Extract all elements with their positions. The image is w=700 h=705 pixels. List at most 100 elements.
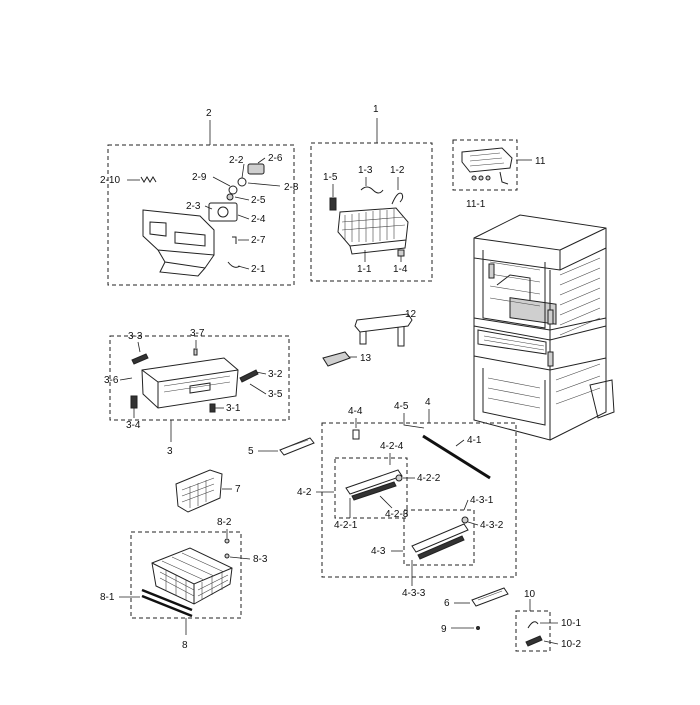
callout-4-3-1: 4-3-1 bbox=[470, 495, 494, 506]
group-8-box bbox=[130, 531, 242, 619]
part-2-7 bbox=[232, 236, 237, 244]
callout-1-3: 1-3 bbox=[358, 165, 373, 176]
callout-1-5: 1-5 bbox=[323, 172, 338, 183]
callout-3-1: 3-1 bbox=[226, 403, 241, 414]
callout-2-8: 2-8 bbox=[284, 182, 299, 193]
callout-10-1: 10-1 bbox=[561, 618, 581, 629]
callout-2-3: 2-3 bbox=[186, 201, 201, 212]
group-3: 3 3-3 3-7 3-2 3-6 3-5 3-1 3-4 bbox=[104, 328, 290, 457]
callout-9: 9 bbox=[441, 624, 447, 635]
callout-4-2-3: 4-2-3 bbox=[385, 509, 409, 520]
part-3-2 bbox=[239, 369, 259, 383]
callout-3-2: 3-2 bbox=[268, 369, 283, 380]
part-9-screw bbox=[476, 626, 480, 630]
callout-2-10: 2-10 bbox=[100, 175, 120, 186]
callout-1: 1 bbox=[373, 104, 379, 115]
part-3-1 bbox=[209, 403, 216, 413]
callout-10-2: 10-2 bbox=[561, 639, 581, 650]
callout-2-1: 2-1 bbox=[251, 264, 266, 275]
callout-1-4: 1-4 bbox=[393, 264, 408, 275]
callout-2-9: 2-9 bbox=[192, 172, 207, 183]
part-6: 6 bbox=[444, 587, 509, 609]
group-2-box bbox=[107, 144, 295, 286]
part-1-4 bbox=[397, 249, 405, 257]
part-4-4 bbox=[352, 429, 360, 440]
callout-3-6: 3-6 bbox=[104, 375, 119, 386]
callout-3-4: 3-4 bbox=[126, 420, 141, 431]
callout-11-1: 11-1 bbox=[466, 199, 486, 210]
part-3-4 bbox=[130, 395, 138, 409]
callout-2: 2 bbox=[206, 108, 212, 119]
callout-4-3-3: 4-3-3 bbox=[402, 588, 426, 599]
callout-2-6: 2-6 bbox=[268, 153, 283, 164]
callout-4-3: 4-3 bbox=[371, 546, 386, 557]
callout-3-7: 3-7 bbox=[190, 328, 205, 339]
group-3-box bbox=[109, 335, 290, 421]
part-5: 5 bbox=[248, 437, 315, 457]
group-4-3-box bbox=[403, 509, 475, 566]
callout-4-2-4: 4-2-4 bbox=[380, 441, 404, 452]
callout-6: 6 bbox=[444, 598, 450, 609]
callout-4-4: 4-4 bbox=[348, 406, 363, 417]
part-8-basket bbox=[151, 547, 233, 605]
callout-3-5: 3-5 bbox=[268, 389, 283, 400]
part-2-5 bbox=[226, 193, 234, 201]
part-2-9 bbox=[228, 185, 238, 195]
part-3-drawer bbox=[141, 357, 239, 409]
group-8: 8 8-2 8-3 8-1 bbox=[100, 517, 268, 651]
callout-2-5: 2-5 bbox=[251, 195, 266, 206]
part-10-1 bbox=[527, 621, 539, 629]
part-1-1-icemaker bbox=[337, 207, 409, 255]
part-2-10-spring bbox=[140, 176, 157, 183]
group-1-box bbox=[310, 142, 433, 282]
callout-8: 8 bbox=[182, 640, 188, 651]
part-8-3 bbox=[224, 553, 230, 559]
callout-3: 3 bbox=[167, 446, 173, 457]
group-11-box bbox=[452, 139, 518, 191]
callout-12: 12 bbox=[405, 309, 417, 320]
part-10-2 bbox=[525, 635, 543, 647]
callout-7: 7 bbox=[235, 484, 241, 495]
part-3-7 bbox=[193, 348, 198, 356]
callout-1-1: 1-1 bbox=[357, 264, 372, 275]
callout-2-7: 2-7 bbox=[251, 235, 266, 246]
part-9: 9 bbox=[441, 624, 480, 635]
group-1: 1 1-5 1-3 1-2 1-1 1-4 bbox=[310, 104, 433, 282]
group-2: 2 2-10 2-2 2-6 2-9 2-8 2-3 2-5 2-4 2-7 2… bbox=[100, 108, 299, 286]
part-2-3 bbox=[217, 206, 229, 218]
part-2-4 bbox=[208, 202, 238, 222]
part-4-1-rail bbox=[422, 434, 491, 480]
callout-8-3: 8-3 bbox=[253, 554, 268, 565]
part-2-1-wire bbox=[227, 261, 241, 268]
group-11: 11 11-1 bbox=[452, 139, 546, 210]
callout-4-2-1: 4-2-1 bbox=[334, 520, 358, 531]
part-2-2 bbox=[237, 177, 247, 187]
group-4-box bbox=[321, 422, 517, 578]
part-2-6 bbox=[247, 163, 265, 175]
part-3-3 bbox=[131, 353, 149, 365]
callout-4-2-2: 4-2-2 bbox=[417, 473, 441, 484]
callout-4-5: 4-5 bbox=[394, 401, 409, 412]
callout-11: 11 bbox=[535, 156, 546, 167]
callout-4-1: 4-1 bbox=[467, 435, 482, 446]
part-8-1-rail bbox=[141, 588, 193, 612]
part-1-2-wire bbox=[391, 192, 404, 205]
part-13: 13 bbox=[322, 351, 372, 367]
part-11-module bbox=[461, 147, 513, 173]
refrigerator-cabinet bbox=[473, 214, 615, 441]
callout-5: 5 bbox=[248, 446, 254, 457]
part-4-3-assembly bbox=[403, 509, 475, 566]
callout-1-2: 1-2 bbox=[390, 165, 405, 176]
callout-8-1: 8-1 bbox=[100, 592, 115, 603]
part-8-2 bbox=[224, 538, 230, 544]
part-2-panel bbox=[142, 209, 215, 277]
group-4-2-box bbox=[334, 457, 408, 519]
group-4: 4 4-5 4-4 4-1 4-2-4 4-2-2 4-2 4-2-1 4-2-… bbox=[297, 397, 517, 599]
callout-4: 4 bbox=[425, 397, 431, 408]
part-7: 7 bbox=[175, 469, 241, 513]
part-1-5 bbox=[329, 197, 337, 211]
group-10-box bbox=[515, 610, 551, 652]
part-12: 12 bbox=[354, 309, 417, 347]
